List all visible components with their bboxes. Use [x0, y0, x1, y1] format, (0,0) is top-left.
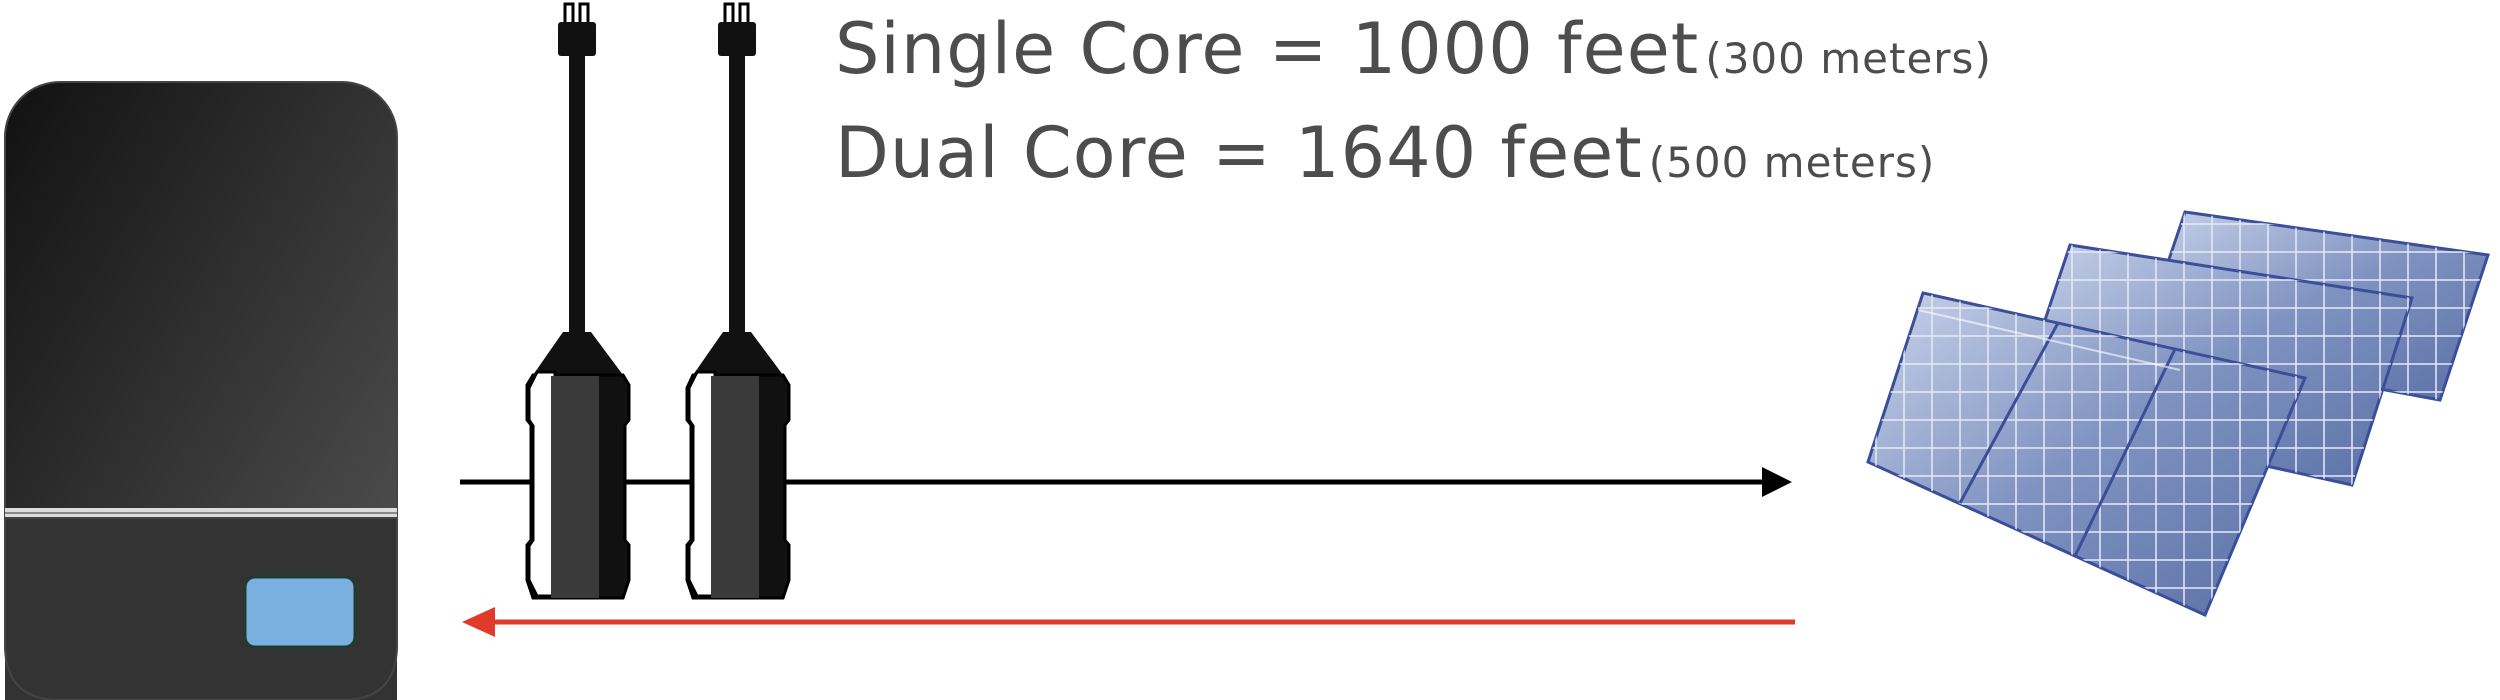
spec-dual-core-main: Dual Core = 1640 feet	[835, 112, 1643, 194]
solar-panel-icon	[1866, 210, 2490, 618]
arrow-outgoing	[460, 467, 1792, 497]
spec-single-core-sub: (300 meters)	[1705, 34, 1992, 83]
extender-connector-icon	[525, 2, 631, 600]
extender-connector-icon	[685, 2, 791, 600]
spec-dual-core: Dual Core = 1640 feet (500 meters)	[835, 112, 1935, 194]
spec-dual-core-sub: (500 meters)	[1648, 138, 1936, 187]
spec-single-core: Single Core = 1000 feet (300 meters)	[835, 8, 1992, 90]
spec-single-core-main: Single Core = 1000 feet	[835, 8, 1700, 90]
inverter-icon	[4, 81, 398, 700]
arrow-return	[462, 607, 1795, 637]
inverter-screen	[243, 575, 357, 649]
